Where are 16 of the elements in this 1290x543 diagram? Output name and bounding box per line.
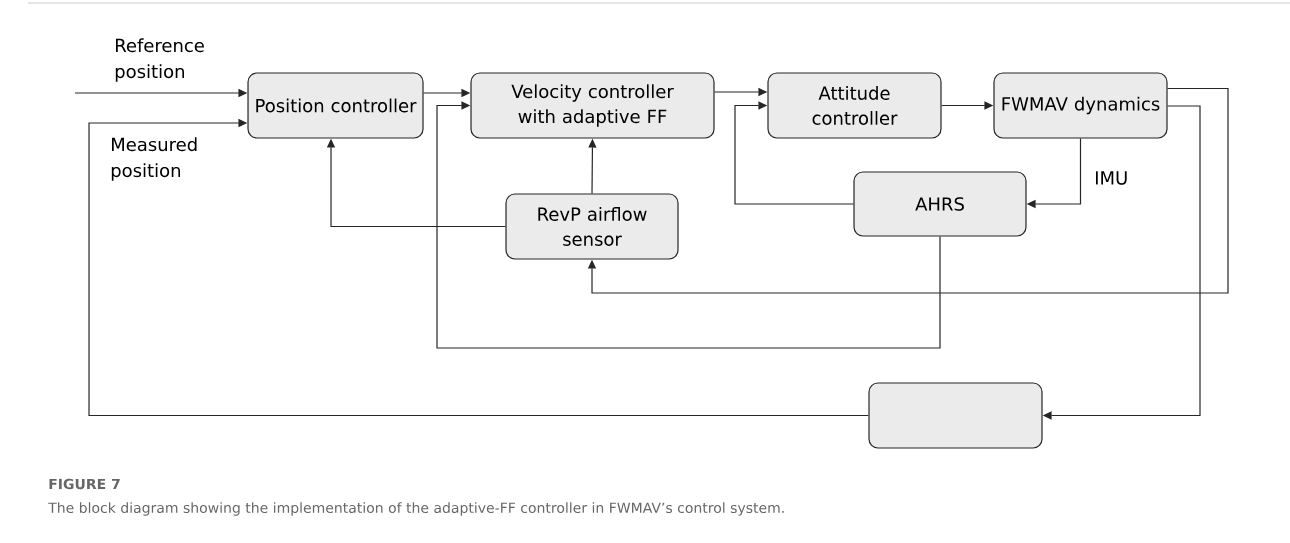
arrow (88, 118, 869, 417)
block-box: FWMAV dynamics (993, 72, 1168, 139)
block-box (868, 382, 1043, 449)
caption: The block diagram showing the implementation of the adaptive-FF controller in FWMAV’s control system. (48, 502, 784, 516)
edge-label: Measured position (111, 137, 197, 181)
block-box: AHRS (853, 171, 1027, 237)
figure-label: FIGURE 7 (49, 478, 120, 490)
block-box: Attitude controller (767, 72, 942, 139)
edge-label: Reference position (115, 38, 204, 82)
block-box: RevP airflow sensor (505, 193, 679, 260)
edge-label: IMU (1095, 171, 1127, 185)
block-box: Position controller (247, 72, 424, 139)
arrow (436, 101, 941, 349)
arrow (734, 101, 854, 205)
block-box: Velocity controller with adaptive FF (470, 72, 715, 139)
arrow (587, 87, 1229, 294)
